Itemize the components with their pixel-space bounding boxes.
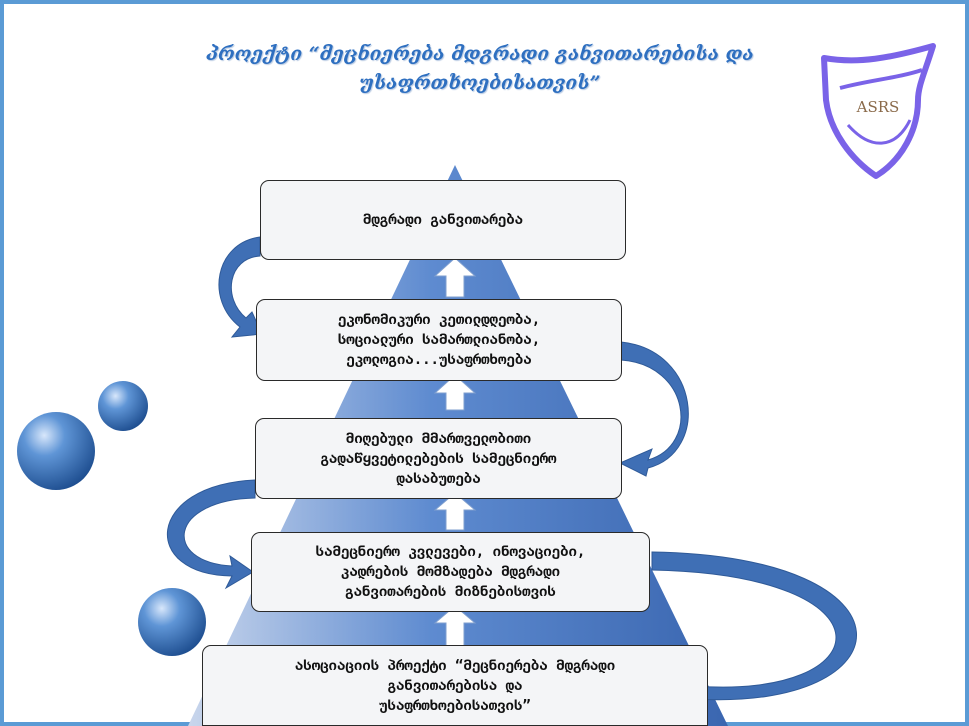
logo-text: ASRS xyxy=(856,98,900,116)
level-1-box: მდგრადი განვითარება xyxy=(260,180,626,260)
up-arrow-2 xyxy=(433,374,477,411)
level-3-box: მიღებული მმართველობითი გადაწყვეტილებების… xyxy=(255,418,622,499)
asrs-logo: ASRS xyxy=(821,43,936,179)
shield-icon xyxy=(821,43,936,179)
level-2-box: ეკონომიკური კეთილდღეობა, სოციალური სამარ… xyxy=(256,299,622,381)
curved-arrow-3 xyxy=(167,479,256,590)
up-arrow-3 xyxy=(433,492,477,531)
level-5-text: ასოციაციის პროექტი “მეცნიერება მდგრადი გ… xyxy=(294,657,616,714)
level-2-text: ეკონომიკური კეთილდღეობა, სოციალური სამარ… xyxy=(337,312,541,368)
curved-arrows xyxy=(167,236,857,709)
level-1-text: მდგრადი განვითარება xyxy=(362,212,524,228)
level-4-text: სამეცნიერო კვლევები, ინოვაციები, კადრები… xyxy=(315,544,586,600)
level-5-box: ასოციაციის პროექტი “მეცნიერება მდგრადი გ… xyxy=(202,645,708,726)
slide-title: პროექტი “მეცნიერება მდგრადი განვითარების… xyxy=(206,43,754,94)
level-3-text: მიღებული მმართველობითი გადაწყვეტილებების… xyxy=(320,430,557,487)
up-arrows xyxy=(433,257,477,647)
sphere-medium xyxy=(138,588,206,656)
level-4-box: სამეცნიერო კვლევები, ინოვაციები, კადრები… xyxy=(251,532,650,612)
curved-arrow-1 xyxy=(218,236,263,338)
up-arrow-1 xyxy=(433,257,477,298)
curved-arrow-2 xyxy=(618,341,689,477)
sphere-large xyxy=(17,412,95,490)
sphere-small xyxy=(98,381,148,431)
